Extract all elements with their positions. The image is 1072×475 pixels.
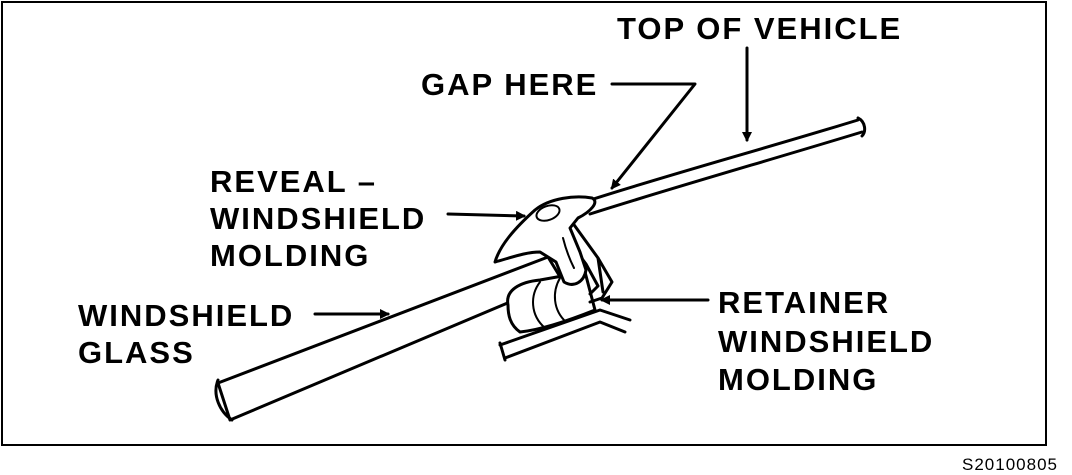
figure-code: S20100805 [962,455,1058,474]
reveal-molding [493,195,597,286]
label-retainer-line1: RETAINER [718,285,890,320]
label-reveal-line2: WINDSHIELD [210,201,426,236]
reveal-molding-arrow [446,210,526,221]
urethane-bead [506,270,597,334]
label-glass-line1: WINDSHIELD [78,298,294,333]
windshield-glass [214,255,564,422]
diagram-border [1,1,1047,446]
label-gap-here: GAP HERE [421,67,598,102]
leader-lines [313,46,752,319]
body-flange [498,308,632,362]
label-retainer-line3: MOLDING [718,362,878,397]
gap-here-arrow [610,82,697,190]
label-retainer-line2: WINDSHIELD [718,324,934,359]
label-reveal-line3: MOLDING [210,238,370,273]
label-glass-line2: GLASS [78,335,195,370]
roof-panel [576,116,867,216]
label-reveal-line1: REVEAL – [210,164,377,199]
label-top-of-vehicle: TOP OF VEHICLE [617,11,902,46]
